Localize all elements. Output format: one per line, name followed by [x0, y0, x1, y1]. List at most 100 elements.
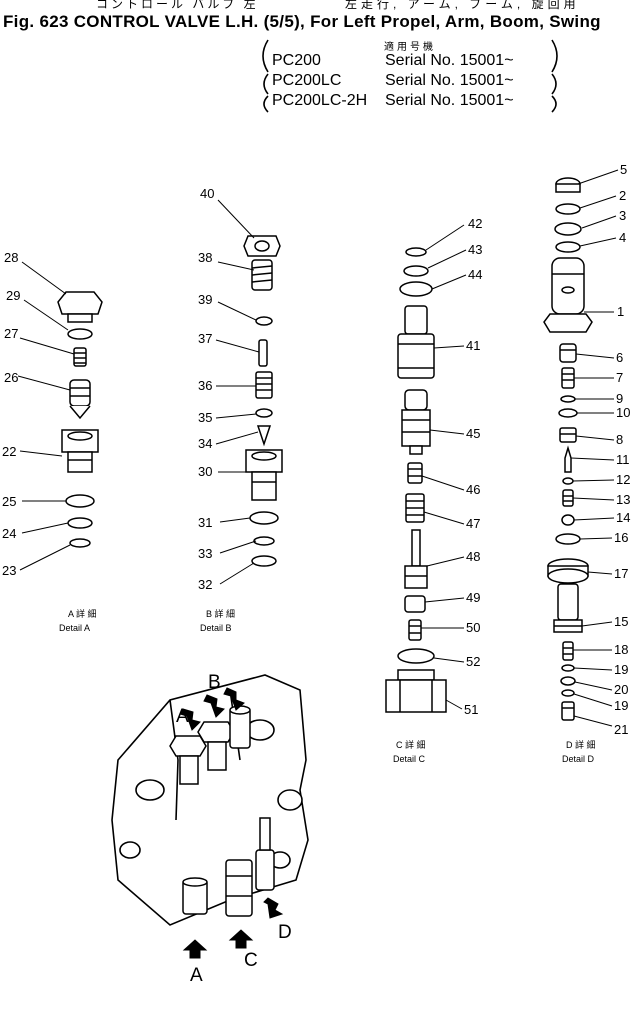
callout-3: 3: [619, 208, 626, 223]
view-letter-d: D: [278, 922, 292, 943]
valve-assembly-body: [111, 674, 309, 926]
detail-captions: A 詳 細 Detail A B 詳 細 Detail B C 詳 細 Deta…: [59, 608, 596, 764]
part-6-retainer: [559, 343, 577, 363]
bracket-left-3: [263, 95, 269, 113]
callout-15: 15: [614, 614, 628, 629]
part-33-oring: [253, 536, 275, 546]
part-45-spool: [401, 389, 431, 455]
serial-range: Serial No. 15001~: [385, 72, 514, 89]
part-20-ring: [560, 676, 576, 686]
callout-35: 35: [198, 410, 212, 425]
part-42-ring: [405, 247, 427, 257]
callout-12: 12: [616, 472, 630, 487]
detail-b-leaders: [215, 199, 260, 585]
serial-range: Serial No. 15001~: [385, 52, 514, 69]
part-8-seat: [559, 427, 577, 443]
part-16-oring: [555, 533, 581, 545]
callout-2: 2: [619, 188, 626, 203]
callout-19-a: 19: [614, 662, 628, 677]
callout-8: 8: [616, 432, 623, 447]
callout-21: 21: [614, 722, 628, 737]
detail-c-callouts: 42 43 44 41 45 46 47 48 49 50 52 51: [464, 216, 482, 717]
model-name: PC200: [272, 52, 321, 69]
part-40-nut: [243, 235, 281, 257]
callout-38: 38: [198, 250, 212, 265]
callout-17: 17: [614, 566, 628, 581]
callout-50: 50: [466, 620, 480, 635]
callout-6: 6: [616, 350, 623, 365]
callout-52: 52: [466, 654, 480, 669]
detail-a-leaders: [17, 261, 75, 571]
assembly-fittings: [169, 705, 275, 917]
detail-c-leaders: [421, 224, 467, 710]
part-26-poppet: [69, 379, 91, 420]
part-34-poppet: [256, 425, 272, 447]
japanese-title: コントロール バルブ 左: [96, 0, 259, 11]
part-47-spring: [405, 493, 425, 523]
detail-d-callouts: 5 2 3 4 1 6 7 9 10 8 11 12 13 14 16 17 1…: [614, 162, 630, 737]
assembly-plug-b-top: [229, 705, 251, 749]
bracket-right-3: [551, 95, 557, 113]
part-50-spring: [408, 619, 422, 641]
part-25-oring: [65, 494, 95, 508]
detail-b-caption: Detail B: [200, 623, 232, 633]
applicability-label: 適用号機: [384, 42, 436, 53]
callout-34: 34: [198, 436, 212, 451]
detail-b-parts: [243, 235, 283, 567]
part-27-spring: [73, 347, 87, 367]
part-10-ring: [558, 408, 578, 418]
callout-24: 24: [2, 526, 16, 541]
part-28-plug-stem: [67, 313, 93, 323]
callout-11: 11: [616, 452, 630, 467]
part-17-collar: [547, 558, 589, 584]
part-37-pin: [258, 339, 268, 367]
assembly-plug-a-top-2: [197, 721, 235, 771]
part-32-ring: [251, 555, 277, 567]
callout-4: 4: [619, 230, 626, 245]
view-letter-a-top: A: [176, 706, 189, 727]
part-19-ring-a: [561, 664, 575, 672]
part-21-nut: [561, 701, 575, 721]
part-23-oring: [69, 538, 91, 548]
detail-b-caption-jp: B 詳 細: [206, 608, 235, 619]
part-18-spring: [562, 641, 574, 661]
part-36-spring: [255, 371, 273, 399]
detail-b-callouts: 40 38 39 37 36 35 34 30 31 33 32: [198, 186, 214, 592]
part-13-spring: [562, 489, 574, 507]
callout-14: 14: [616, 510, 630, 525]
part-24-ring: [67, 517, 93, 529]
detail-a-parts: [57, 291, 103, 548]
part-2-ring: [555, 203, 581, 215]
callout-28: 28: [4, 250, 18, 265]
part-49-retainer: [404, 595, 426, 613]
callout-44: 44: [468, 267, 482, 282]
callout-45: 45: [466, 426, 480, 441]
callout-46: 46: [466, 482, 480, 497]
part-41-housing: [397, 305, 435, 379]
part-31-oring: [249, 511, 279, 525]
part-52-oring: [397, 648, 435, 664]
part-22-sleeve: [61, 429, 99, 473]
part-5-cap: [555, 177, 581, 193]
part-35-seat: [255, 408, 273, 418]
part-30-body: [245, 449, 283, 501]
part-39-oring: [255, 316, 273, 326]
detail-a-callouts: 28 29 27 26 22 25 24 23: [2, 250, 20, 578]
detail-a-caption: Detail A: [59, 623, 90, 633]
callout-30: 30: [198, 464, 212, 479]
detail-d-caption: Detail D: [562, 754, 595, 764]
callout-5: 5: [620, 162, 627, 177]
bracket-left-1: [262, 39, 269, 73]
callout-48: 48: [466, 549, 480, 564]
callout-40: 40: [200, 186, 214, 201]
view-letter-b: B: [208, 672, 221, 693]
part-43-ring: [403, 265, 429, 277]
part-3-ring: [554, 222, 582, 236]
model-name: PC200LC-2H: [272, 92, 368, 109]
view-letter-a-bottom: A: [190, 965, 203, 986]
arrow-a-bottom: [182, 939, 208, 959]
detail-d-caption-jp: D 詳 細: [566, 739, 596, 750]
callout-33: 33: [198, 546, 212, 561]
assembly-arrows: [179, 687, 284, 959]
